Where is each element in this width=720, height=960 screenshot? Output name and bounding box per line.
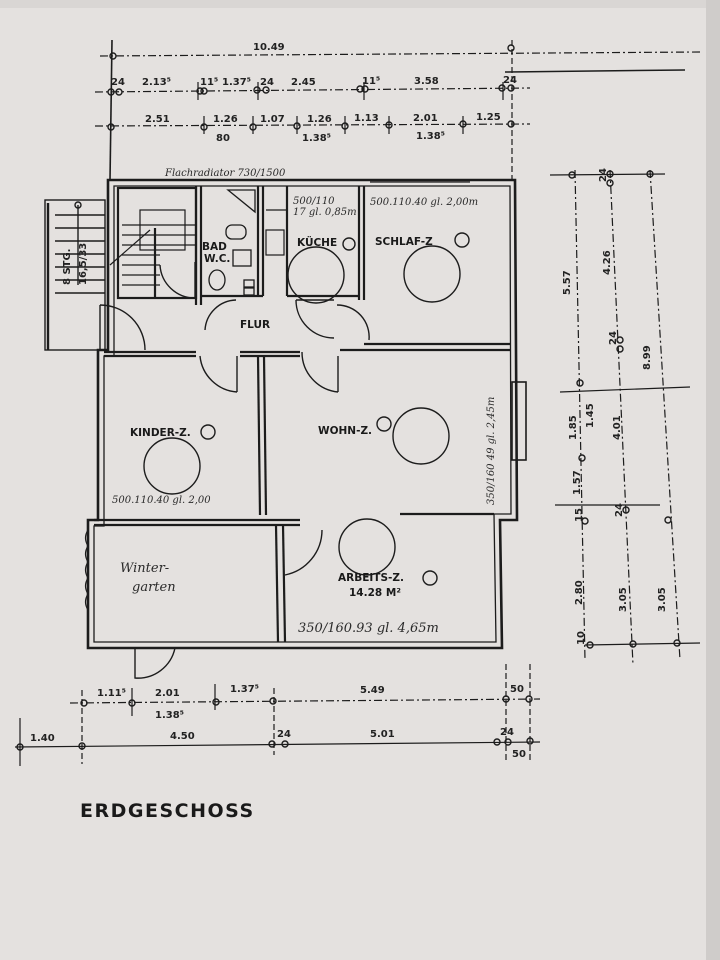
dimension-label: 10.49 (253, 42, 285, 53)
dimension-label: 15 (574, 508, 585, 522)
room-wintergarten-label-2: garten (132, 580, 176, 595)
top-dimension-lines (94, 39, 701, 181)
dimension-label: 1.85 (568, 415, 579, 440)
inner-stairs (109, 209, 196, 298)
dimension-label: 1.40 (30, 733, 55, 744)
dimension-label: 11⁵ (362, 76, 380, 87)
dimension-label: 24 (608, 331, 619, 345)
dimension-label: 5.57 (562, 270, 573, 295)
top-dimension-labels: 10.49 24 2.13⁵ 11⁵ 1.37⁵ 24 2.45 11⁵ 3.5… (111, 42, 517, 144)
bathroom-fixtures (208, 189, 256, 296)
room-wohn-label: WOHN-Z. (318, 425, 372, 437)
header-note: Flachradiator 730/1500 (164, 168, 286, 179)
kueche-radiator-2: 17 gl. 0,85m (293, 207, 357, 218)
interior-walls (94, 186, 510, 643)
dimension-label: 1.07 (260, 114, 285, 125)
dimension-label: 1.25 (476, 112, 501, 123)
dimension-label: 2.01 (413, 113, 438, 124)
dimension-label: 24 (111, 77, 125, 88)
dimension-label: 2.80 (574, 580, 585, 605)
dimension-label: 4.01 (612, 415, 623, 440)
dimension-label: 24 (503, 75, 517, 86)
dimension-label: 1.38⁵ (302, 133, 331, 144)
paper-edge (706, 0, 720, 960)
dimension-label: 4.26 (602, 250, 613, 275)
dimension-label: 1.45 (585, 403, 596, 428)
dimension-label: 1.38⁵ (416, 131, 445, 142)
dimension-label: 1.57 (572, 470, 583, 495)
room-flur-label: FLUR (240, 319, 270, 331)
dimension-label: 1.11⁵ (97, 688, 126, 699)
dimension-label: 24 (598, 168, 609, 182)
dimension-label: 24 (260, 77, 274, 88)
kinder-radiator: 500.110.40 gl. 2,00 (112, 495, 211, 506)
dimension-label: 24 (614, 503, 625, 517)
room-kinder-label: KINDER-Z. (130, 427, 191, 439)
dimension-label: 1.37⁵ (230, 684, 259, 695)
room-arbeits-label: ARBEITS-Z. (338, 572, 404, 584)
room-wintergarten-label: Winter- (120, 561, 169, 576)
room-bad-label: BAD (202, 241, 227, 253)
dimension-label: 10 (576, 631, 587, 645)
dimension-label: 4.50 (170, 731, 195, 742)
bottom-dimension-lines (14, 664, 541, 766)
kitchen-fixtures (265, 209, 287, 256)
dimension-label: 2.45 (291, 77, 316, 88)
bottom-dimension-markers (16, 695, 534, 751)
dimension-label: 80 (216, 133, 230, 144)
dimension-label: 3.58 (414, 76, 439, 87)
dimension-label: 2.13⁵ (142, 77, 171, 88)
kueche-radiator: 500/110 (293, 196, 335, 207)
wintergarten-glazing (84, 529, 89, 611)
outer-stair (44, 199, 106, 351)
bottom-dimension-labels: 1.11⁵ 2.01 1.38⁵ 1.37⁵ 5.49 50 1.40 4.50… (30, 684, 526, 760)
room-arbeits-area: 14.28 M² (349, 587, 401, 599)
dimension-label: 1.26 (307, 114, 332, 125)
dimension-label: 5.01 (370, 729, 395, 740)
dimension-label: 1.38⁵ (155, 710, 184, 721)
dimension-label: 3.05 (618, 587, 629, 612)
stair-count-label: 8 STG. (62, 249, 73, 285)
schlaf-radiator: 500.110.40 gl. 2,00m (370, 197, 478, 208)
arbeits-radiator: 350/160.93 gl. 4,65m (298, 621, 439, 636)
window-wohn (511, 381, 527, 461)
top-dimension-markers (107, 44, 515, 131)
room-circles (143, 232, 470, 586)
dimension-label: 5.49 (360, 685, 385, 696)
room-schlaf-label: SCHLAF-Z (375, 236, 433, 248)
dimension-label: 1.37⁵ (222, 77, 251, 88)
dimension-label: 50 (510, 684, 524, 695)
stair-ratio-label: 16,5/33 (78, 243, 89, 285)
page-title: ERDGESCHOSS (80, 800, 255, 822)
dimension-label: 2.51 (145, 114, 170, 125)
dimension-label: 2.01 (155, 688, 180, 699)
dimension-label: 11⁵ (200, 77, 218, 88)
wohn-radiator: 350/160 49 gl. 2,45m (486, 397, 497, 505)
room-wc-label: W.C. (204, 253, 230, 265)
dimension-label: 50 (512, 749, 526, 760)
dimension-label: 3.05 (657, 587, 668, 612)
right-dimension-markers (568, 170, 681, 649)
room-kueche-label: KÜCHE (297, 235, 337, 249)
dimension-label: 1.13 (354, 113, 379, 124)
paper-sheet (0, 8, 706, 960)
right-dimension-labels: 5.57 1.85 15 1.57 2.80 10 1.45 24 4.26 2… (562, 168, 668, 645)
dimension-label: 1.26 (213, 114, 238, 125)
dimension-label: 24 (500, 727, 514, 738)
dimension-label: 8.99 (642, 345, 653, 370)
dimension-label: 24 (277, 729, 291, 740)
right-dimension-lines (549, 169, 701, 666)
door-swings (99, 262, 370, 679)
room-labels: BAD W.C. KÜCHE 500/110 17 gl. 0,85m SCHL… (62, 196, 497, 636)
